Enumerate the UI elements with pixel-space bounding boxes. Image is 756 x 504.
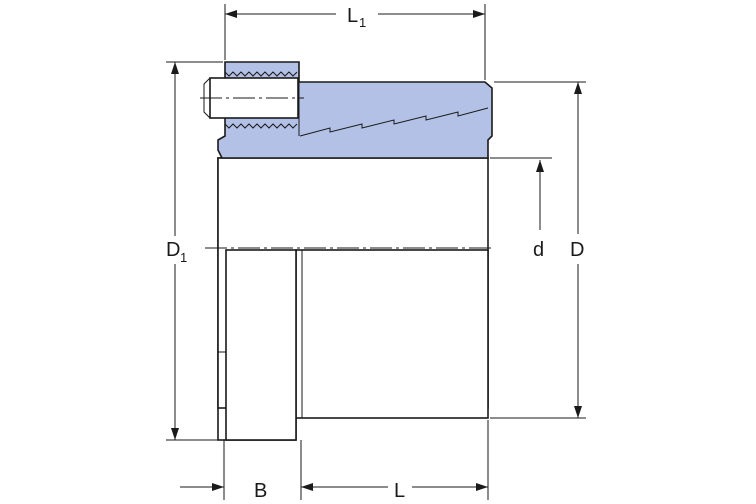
- L1-subscript: 1: [359, 15, 366, 30]
- B-label: B: [254, 480, 267, 502]
- L-label-bg: [388, 477, 412, 501]
- taper-thread: [299, 107, 489, 137]
- D-label: D: [570, 239, 584, 261]
- B-arrow-left: [212, 483, 224, 491]
- D1-arrow-bottom: [171, 428, 179, 440]
- d-arrow-top: [536, 160, 544, 172]
- D1-label: D: [166, 239, 180, 261]
- D-arrow-bottom: [574, 406, 582, 418]
- D1-label-bg: [162, 236, 198, 264]
- dimension-L1: L 1: [224, 2, 486, 80]
- L1-label-bg: [336, 2, 378, 28]
- dimension-D1: D 1: [162, 61, 223, 441]
- screw-thread-bottom: [224, 123, 298, 129]
- L1-arrow-left: [225, 10, 237, 18]
- B-arrow-right: [301, 483, 313, 491]
- dimension-B-L: B L: [180, 420, 489, 502]
- bushing-body: [217, 157, 489, 441]
- dimension-D: D: [490, 81, 586, 419]
- screw-thread-top: [224, 71, 298, 77]
- L-arrow-right: [476, 483, 488, 491]
- dimension-d: d: [490, 157, 552, 261]
- D-arrow-top: [574, 82, 582, 94]
- flange-section: [225, 249, 297, 441]
- D1-subscript: 1: [180, 250, 187, 265]
- D1-arrow-top: [171, 62, 179, 74]
- L1-label: L: [347, 5, 358, 27]
- L-label: L: [394, 480, 405, 502]
- bore-section: [295, 249, 489, 419]
- d-label: d: [533, 239, 544, 261]
- L1-arrow-right: [473, 10, 485, 18]
